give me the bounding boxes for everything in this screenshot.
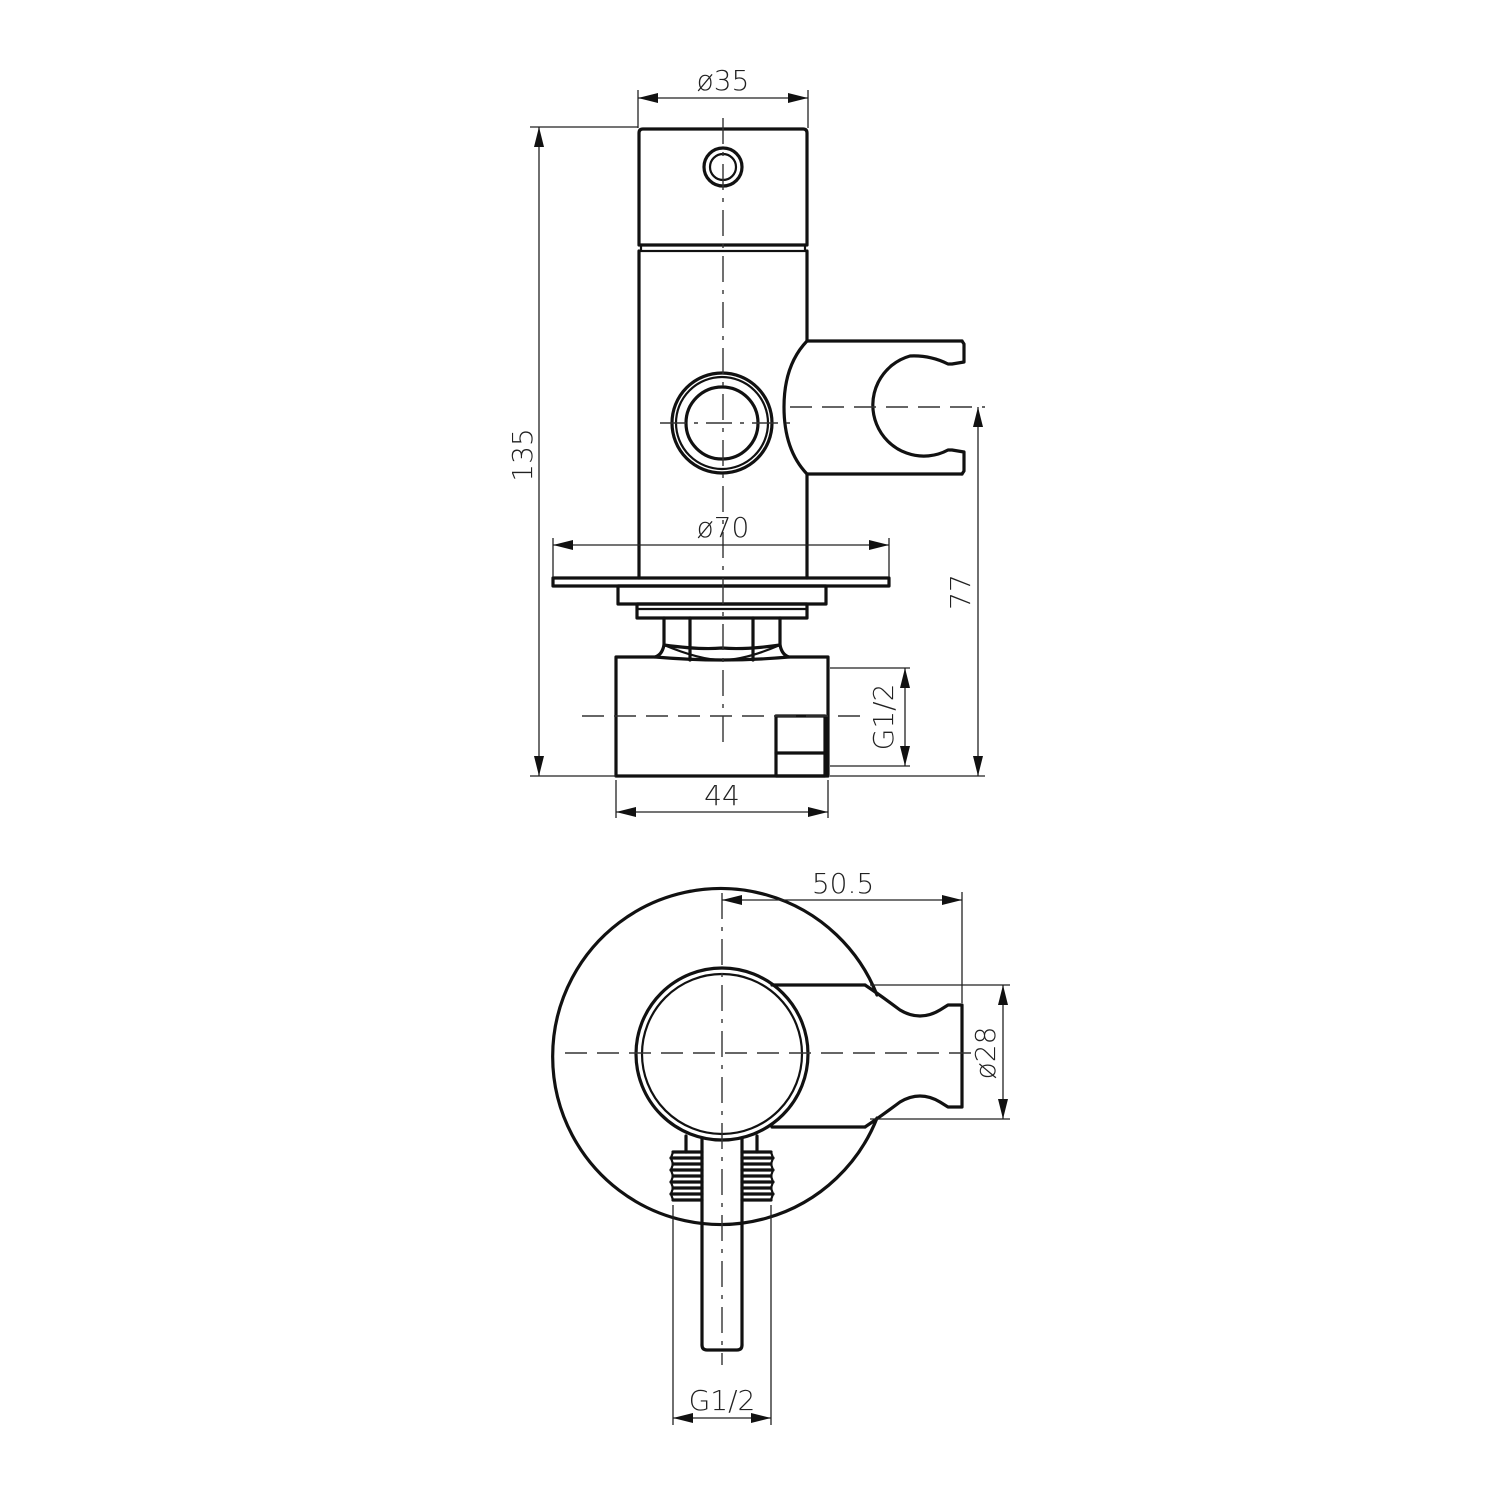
dimension-body-width: 44 xyxy=(615,779,829,818)
dimension-holder-height: 77 xyxy=(830,407,985,777)
valve-block xyxy=(614,655,830,778)
label-total-height: 135 xyxy=(506,428,539,481)
dimension-holder-diameter: ø28 xyxy=(870,984,1010,1120)
dimension-holder-offset: 50.5 xyxy=(722,867,963,1003)
holder-arm-top xyxy=(770,983,964,1129)
side-view: 50.5 ø28 G1/2 xyxy=(551,867,1010,1425)
front-view: ø35 135 ø70 77 G1/2 xyxy=(506,64,985,818)
label-holder-diameter: ø28 xyxy=(969,1027,1002,1080)
inlet-threads xyxy=(669,1134,775,1202)
inlet-pipe xyxy=(700,1136,744,1352)
label-inlet-thread-side: G1/2 xyxy=(689,1384,756,1417)
label-holder-offset: 50.5 xyxy=(812,867,874,900)
label-flange-diameter: ø70 xyxy=(697,511,750,544)
label-body-width: 44 xyxy=(704,779,740,812)
dimension-inlet-thread-front: G1/2 xyxy=(830,667,910,767)
label-holder-height: 77 xyxy=(944,574,977,610)
dimension-total-height: 135 xyxy=(506,126,638,777)
flange-plate xyxy=(551,576,891,620)
label-top-diameter: ø35 xyxy=(697,64,750,97)
escutcheon-plate xyxy=(551,886,879,1227)
hex-nut xyxy=(653,616,791,662)
holder-bracket xyxy=(782,339,966,476)
dimension-flange-diameter: ø70 xyxy=(552,511,890,577)
label-inlet-thread-front: G1/2 xyxy=(867,684,900,751)
dimension-inlet-thread-side: G1/2 xyxy=(672,1205,772,1425)
dimension-top-diameter: ø35 xyxy=(637,64,809,128)
